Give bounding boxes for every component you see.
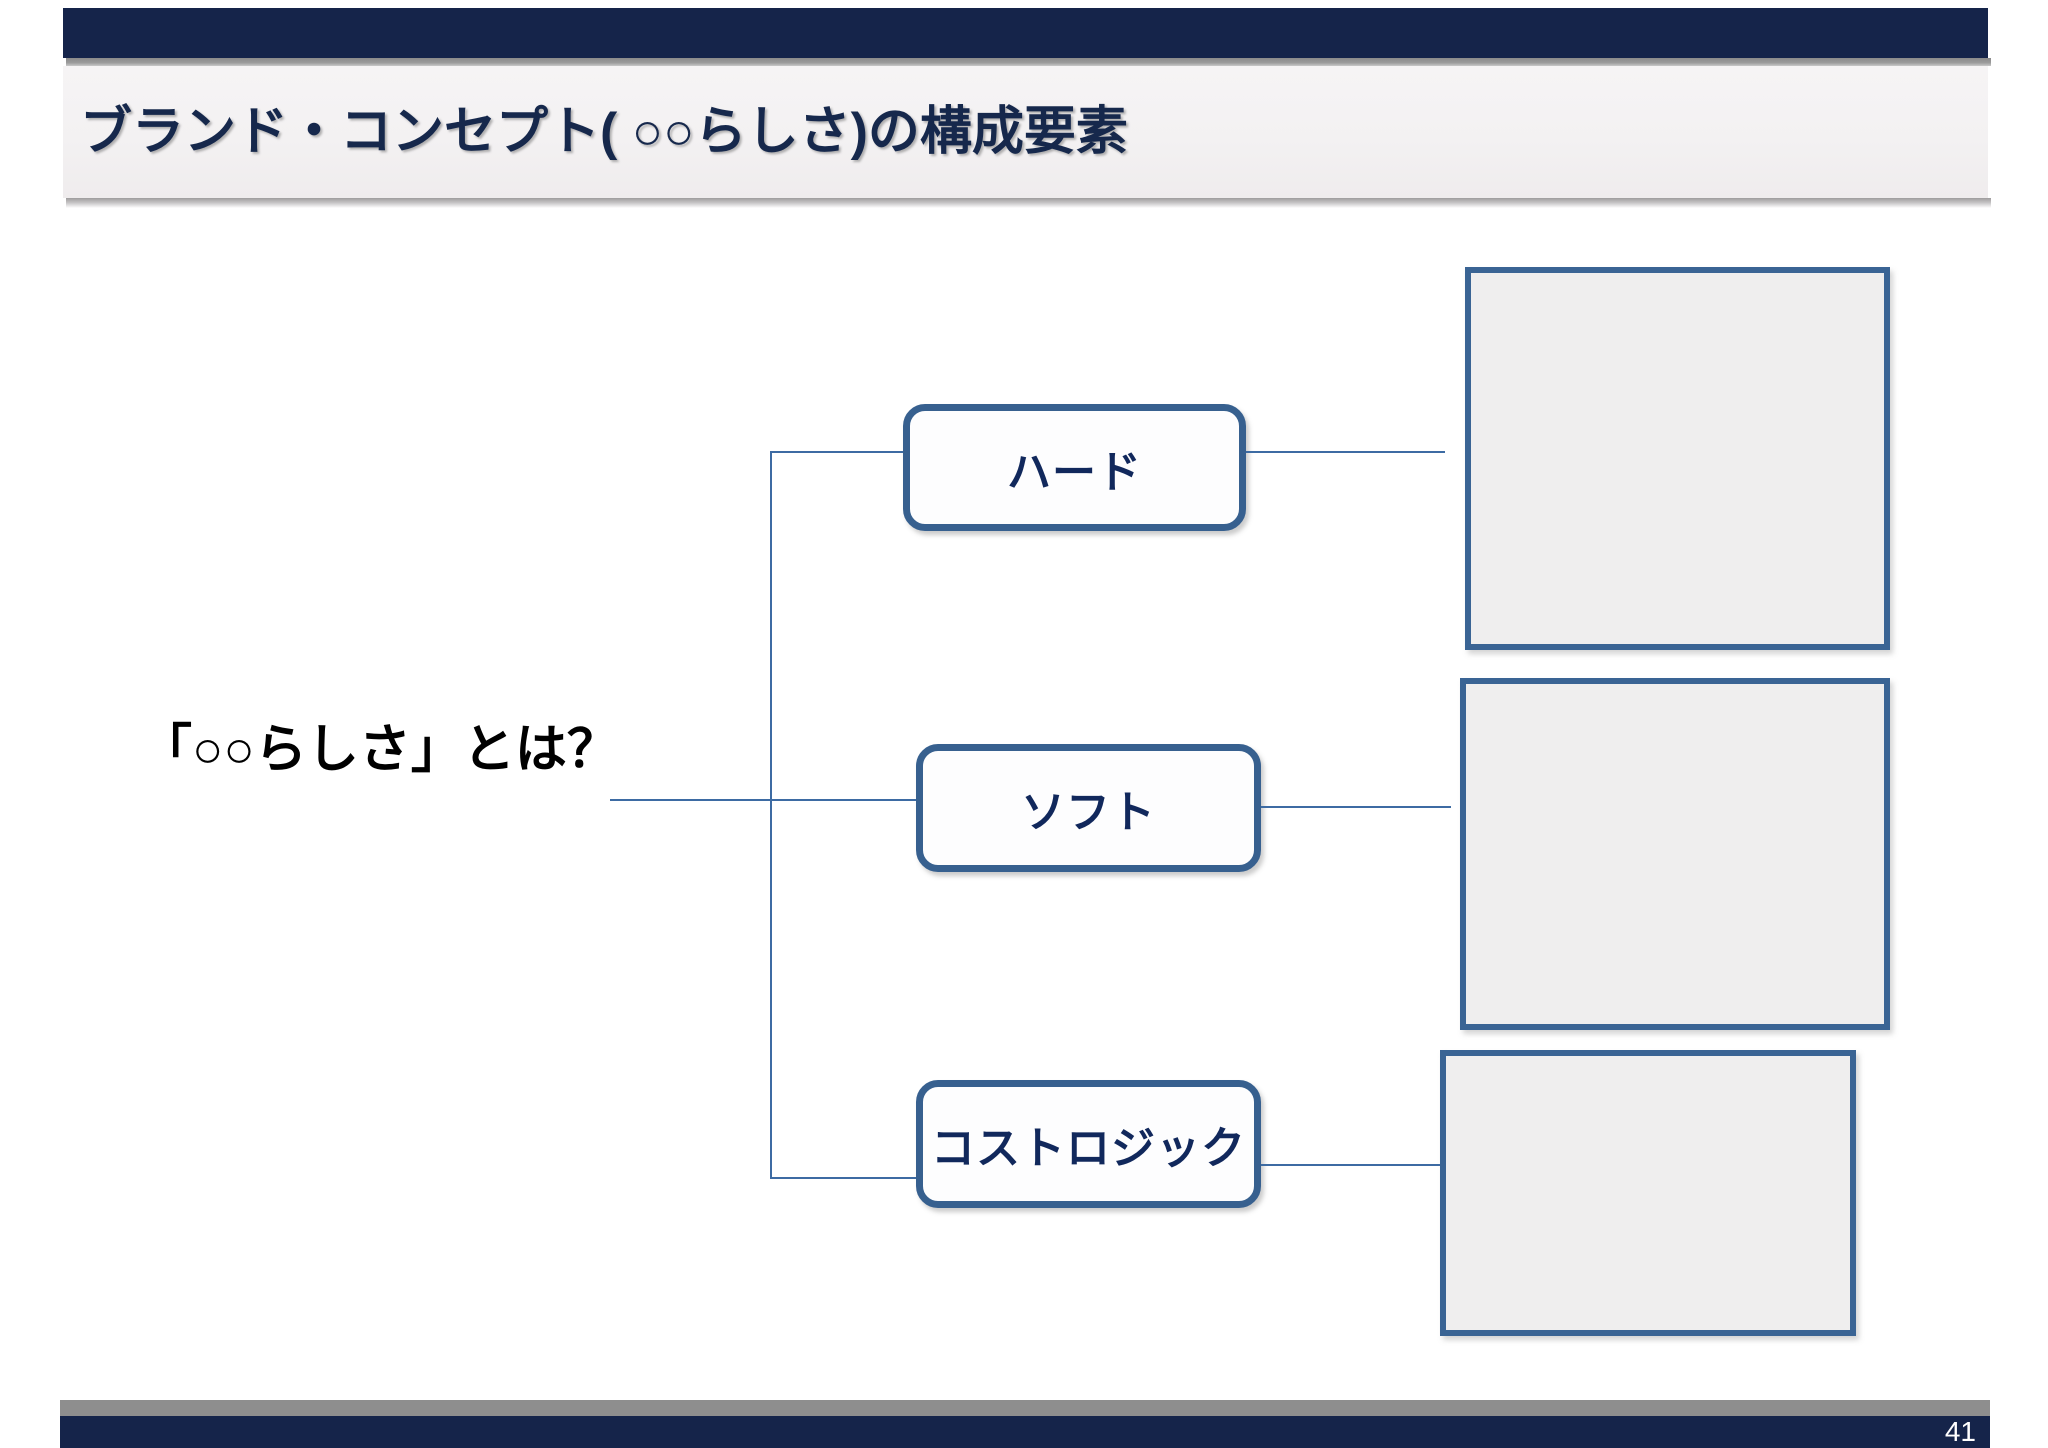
category-box-soft[interactable]: ソフト [916, 744, 1261, 872]
connector-branch-3 [770, 1177, 916, 1179]
header-accent-bar [63, 8, 1988, 58]
content-panel-cost-logic-body [1446, 1056, 1850, 1330]
footer-accent-bar [60, 1400, 1990, 1416]
category-box-cost-logic[interactable]: コストロジック [916, 1080, 1261, 1208]
connector-bracket-spine [770, 451, 772, 1178]
header-title-band [63, 66, 1988, 198]
content-panel-soft[interactable] [1460, 678, 1890, 1030]
content-panel-hard[interactable] [1465, 267, 1890, 650]
header-title-band-shadow [66, 198, 1991, 208]
connector-branch-1 [770, 451, 904, 453]
header-accent-bar-shadow [66, 58, 1991, 66]
category-box-hard-label: ハード [1007, 447, 1142, 497]
root-label: 「○○らしさ」とは？ [140, 721, 619, 779]
category-box-hard[interactable]: ハード [903, 404, 1246, 531]
content-panel-cost-logic[interactable] [1440, 1050, 1856, 1336]
connector-cost-logic-to-panel [1261, 1164, 1441, 1166]
category-box-soft-label: ソフト [1021, 788, 1156, 837]
connector-branch-2 [770, 799, 916, 801]
content-panel-soft-body [1466, 684, 1884, 1024]
connector-hard-to-panel [1246, 451, 1445, 453]
category-box-cost-logic-label: コストロジック [931, 1124, 1246, 1173]
connector-root-stem [610, 799, 772, 801]
connector-soft-to-panel [1261, 806, 1451, 808]
content-panel-hard-body [1471, 273, 1884, 644]
page-title: ブランド・コンセプト( ○○らしさ)の構成要素 [80, 103, 1128, 161]
page-number: 41 [1944, 1416, 1976, 1447]
footer-bar [60, 1416, 1990, 1448]
